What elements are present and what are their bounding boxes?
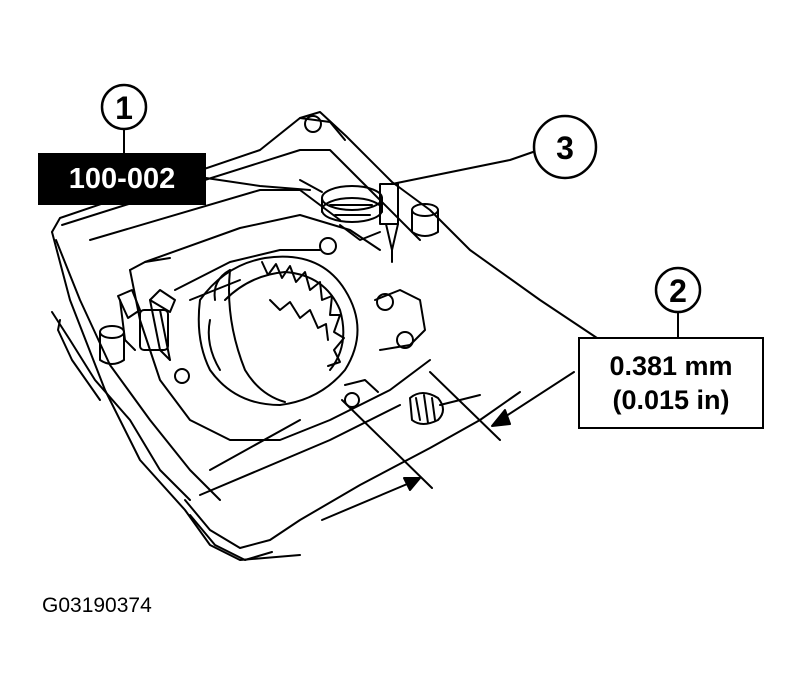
housing-outline <box>51 111 601 561</box>
callout-2-number: 2 <box>669 273 687 309</box>
tool-number-label: 100-002 <box>38 153 206 205</box>
spec-imperial: (0.015 in) <box>612 385 730 415</box>
spec-metric: 0.381 mm <box>609 351 733 381</box>
callout-2: 2 <box>654 266 702 314</box>
dial-indicator <box>299 179 399 263</box>
callout-1: 1 <box>100 83 148 131</box>
adjuster-nut <box>409 392 481 425</box>
callout-3-number: 3 <box>556 130 574 166</box>
callout-1-number: 1 <box>115 90 133 126</box>
bearing-caps <box>139 237 426 408</box>
backlash-spec-box: 0.381 mm (0.015 in) <box>578 337 764 429</box>
leader-lines <box>123 128 679 338</box>
tool-number-text: 100-002 <box>68 162 176 195</box>
housing-studs <box>99 203 439 365</box>
callout-3: 3 <box>532 114 598 180</box>
figure-id: G03190374 <box>42 594 152 617</box>
ring-gear <box>197 255 359 406</box>
inner-frame <box>117 214 431 441</box>
measurement-arrows <box>321 371 575 521</box>
